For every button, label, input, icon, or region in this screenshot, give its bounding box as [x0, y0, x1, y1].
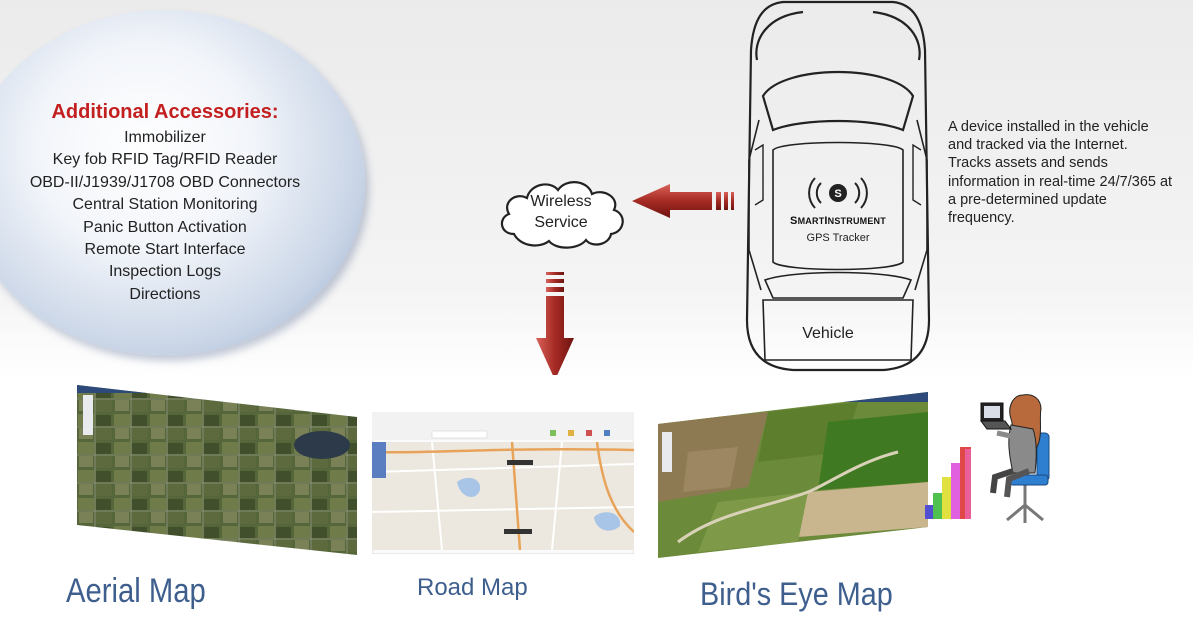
road-map-label: Road Map: [417, 574, 528, 601]
wireless-signal-icon: S: [808, 177, 868, 209]
birds-eye-map-label: Bird's Eye Map: [700, 576, 893, 612]
svg-text:S: S: [834, 188, 841, 200]
down-arrow-icon: [536, 272, 574, 380]
accessory-item: Directions: [129, 285, 201, 303]
accessory-item: Key fob RFID Tag/RFID Reader: [52, 151, 278, 169]
accessories-bubble: [0, 10, 365, 355]
accessories-list: Immobilizer Key fob RFID Tag/RFID Reader…: [0, 127, 330, 306]
wireless-line-1: Wireless: [530, 193, 592, 210]
accessory-item: Immobilizer: [124, 129, 206, 146]
road-map-image: [372, 412, 634, 554]
car-outline: S: [745, 0, 931, 372]
accessory-item: Remote Start Interface: [84, 241, 246, 259]
device-description: A device installed in the vehicle and tr…: [948, 119, 1173, 227]
gps-tracker-label: GPS Tracker: [806, 232, 870, 244]
bar-chart-icon: [925, 447, 971, 519]
left-arrow-icon: [632, 184, 734, 218]
brand-name: SMARTINSTRUMENT: [790, 215, 886, 227]
accessory-item: Central Station Monitoring: [72, 196, 258, 214]
accessory-item: Inspection Logs: [108, 263, 222, 281]
aerial-map-image: [77, 385, 357, 555]
wireless-line-2: Service: [534, 214, 588, 231]
cloud-icon: [500, 181, 624, 249]
person-with-laptop-icon: [925, 394, 1050, 523]
accessory-item: Panic Button Activation: [83, 218, 247, 236]
aerial-map-label: Aerial Map: [66, 572, 206, 610]
wireless-service-label: Wireless Service: [504, 191, 618, 233]
vehicle-label: Vehicle: [802, 325, 854, 342]
accessory-item: OBD-II/J1939/J1708 OBD Connectors: [29, 173, 301, 191]
birds-eye-map-image: [658, 392, 928, 558]
accessories-title: Additional Accessories:: [51, 101, 279, 123]
